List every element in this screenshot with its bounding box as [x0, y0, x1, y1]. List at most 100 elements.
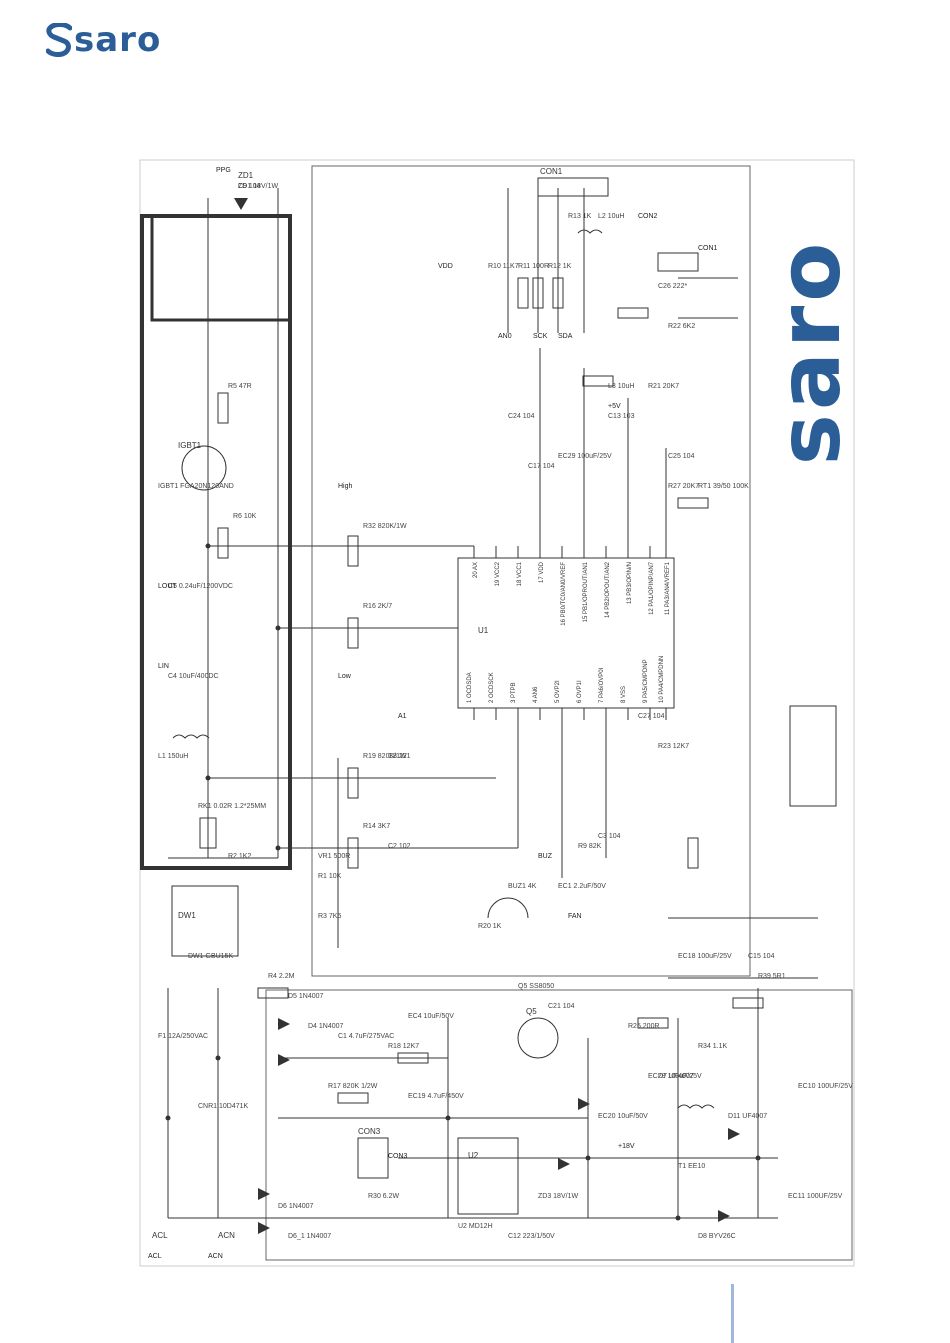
component-label: EC4 10uF/50V	[408, 1013, 454, 1020]
ref-CON3: CON3	[358, 1127, 381, 1136]
component-label: EC11 100UF/25V	[788, 1193, 843, 1200]
ic-pin-label: 5 OVP2I	[555, 680, 561, 703]
component-label: D6_1 1N4007	[288, 1233, 331, 1240]
ic-pin-label: 14 PB2/OPOUT/AN2	[605, 561, 611, 618]
net-label: SDA	[558, 333, 573, 340]
component-label: C2 102	[388, 843, 411, 850]
component-label: L3 10uH	[608, 383, 634, 390]
component-label: RK1 0.02R 1.2*25MM	[198, 803, 266, 810]
component-label: R17 820K 1/2W	[328, 1083, 378, 1090]
component-label: C9 104	[238, 183, 261, 190]
connector-label: LIN	[158, 663, 169, 670]
brand-logo: saro	[46, 18, 161, 62]
ic-pin-label: 16 PB0/TC0/AN0/VREF	[561, 562, 567, 626]
component-label: R12 1K	[548, 263, 572, 270]
ref-IGBT1: IGBT1	[178, 441, 202, 450]
connector-label: ACL	[148, 1253, 162, 1260]
component-label: C3 104	[598, 833, 621, 840]
connector-label: ACN	[208, 1253, 223, 1260]
component-label: R20 1K	[478, 923, 502, 930]
ref-ACL: ACL	[152, 1231, 168, 1240]
component-label: DW1 GBU15K	[188, 953, 233, 960]
component-label: C25 104	[668, 453, 695, 460]
component-label: CNR1 10D471K	[198, 1103, 249, 1110]
component-label: C5 0.24uF/1200VDC	[168, 583, 233, 590]
ref-DW1: DW1	[178, 911, 196, 920]
footer-accent-bar	[731, 1284, 734, 1343]
component-label: L2 10uH	[598, 213, 624, 220]
brand-logo-mark-icon	[46, 23, 72, 57]
ref-ACN: ACN	[218, 1231, 235, 1240]
connector-label: CON1	[698, 245, 718, 252]
component-label: R6 10K	[233, 513, 257, 520]
ic-pin-label: 1 OCDSDA	[467, 672, 473, 703]
net-label: High	[338, 483, 353, 490]
net-label: +5V	[608, 403, 621, 410]
component-label: R25 200R	[628, 1023, 660, 1030]
connector-label: LOUT	[158, 583, 177, 590]
net-label: A1	[398, 713, 407, 720]
component-label: C27 104	[638, 713, 665, 720]
component-label: R5 47R	[228, 383, 252, 390]
component-label: BUZ1 4K	[508, 883, 537, 890]
component-label: R13 1K	[568, 213, 592, 220]
component-label: R16 2K/7	[363, 603, 392, 610]
component-label: VR1 500R	[318, 853, 350, 860]
component-label: R32 820K/1W	[363, 523, 407, 530]
net-label: FAN	[568, 913, 582, 920]
net-label: PPG	[216, 167, 231, 174]
connector-label: CON2	[638, 213, 658, 220]
component-label: L1 150uH	[158, 753, 188, 760]
component-label: T1 EE10	[678, 1163, 705, 1170]
component-label: R4 2.2M	[268, 973, 295, 980]
component-label: D11 UF4007	[728, 1113, 767, 1120]
ic-pin-label: 11 PA3/AN4/VREF1	[665, 561, 671, 615]
ic-pin-label: 13 PB3/OPIN/N	[627, 562, 633, 604]
component-label: C12 223/1/50V	[508, 1233, 555, 1240]
ic-pin-label: 10 PA4/CMPDNN	[659, 656, 665, 703]
ref-CON1: CON1	[540, 167, 563, 176]
component-label: D5 1N4007	[288, 993, 324, 1000]
component-label: EC19 4.7uF/450V	[408, 1093, 464, 1100]
component-label: R10 11K7	[488, 263, 519, 270]
net-label: BUZ	[538, 853, 553, 860]
ic-pin-label: 17 VDD	[539, 561, 545, 583]
ic-pin-label: 3 PTPB	[511, 682, 517, 703]
component-label: EC20 10uF/50V	[598, 1113, 648, 1120]
component-label: R11 100R	[518, 263, 549, 270]
component-label: Q5 SS8050	[518, 983, 554, 990]
component-label: D8 BYV26C	[698, 1233, 736, 1240]
component-label: R27 20K7	[668, 483, 699, 490]
ic-pin-label: 20 AX	[473, 562, 479, 578]
component-label: R3 7K5	[318, 913, 341, 920]
net-label: VDD	[438, 263, 453, 270]
component-label: R9 82K	[578, 843, 602, 850]
ref-ZD1: ZD1	[238, 171, 254, 180]
component-label: C1 4.7uF/275VAC	[338, 1033, 394, 1040]
component-label: R30 6.2W	[368, 1193, 400, 1200]
component-label: R39 5R1	[758, 973, 786, 980]
net-label: SCK	[533, 333, 548, 340]
ic-pin-label: 15 PB1/OPROUT/AN1	[583, 561, 589, 622]
circuit-schematic: ZD1 IGBT1 U1 DW1 U2 CON1 CON3 Q5 ACL ACN…	[139, 159, 855, 1267]
component-label: R21 20K7	[648, 383, 679, 390]
component-label: R18 12K7	[388, 1043, 419, 1050]
component-label: D6 1N4007	[278, 1203, 314, 1210]
component-label: C8 221	[388, 753, 411, 760]
component-label: U2 MD12H	[458, 1223, 493, 1230]
component-label: EC29 100uF/25V	[558, 453, 612, 460]
ic-pin-label: 2 OCDSCK	[489, 672, 495, 703]
ic-pin-label: 6 OVP1I	[577, 680, 583, 703]
component-label: R23 12K7	[658, 743, 689, 750]
component-label: R14 3K7	[363, 823, 390, 830]
net-label: AN0	[498, 333, 512, 340]
connector-label: CON3	[388, 1153, 408, 1160]
component-label: C13 103	[608, 413, 635, 420]
component-label: R22 6K2	[668, 323, 695, 330]
ic-pin-label: 4 AN6	[533, 686, 539, 703]
component-label: C24 104	[508, 413, 535, 420]
ic-pin-label: 8 VSS	[621, 686, 627, 703]
ref-Q5: Q5	[526, 1007, 537, 1016]
ic-pin-label: 18 VCC1	[517, 561, 523, 586]
component-label: F1 12A/250VAC	[158, 1033, 208, 1040]
